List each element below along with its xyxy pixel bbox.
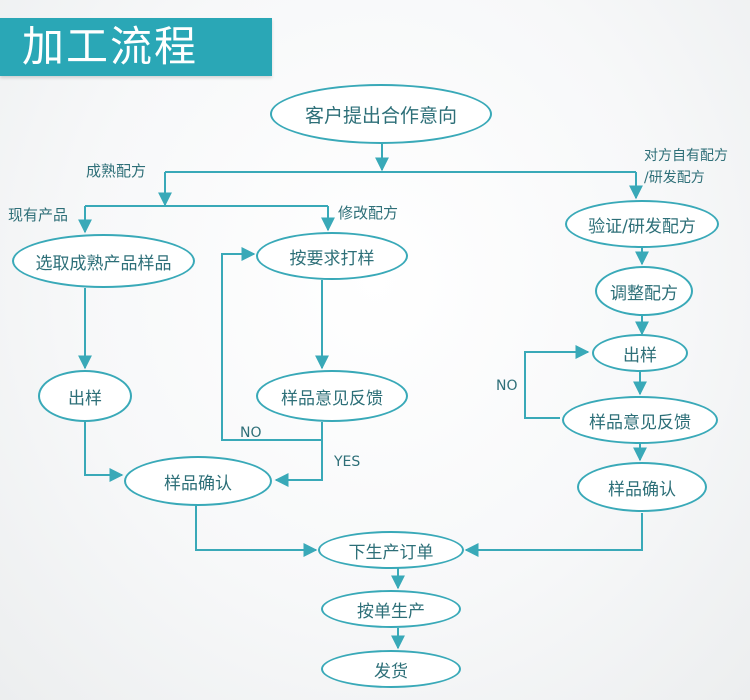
- node-ship: 发货: [321, 650, 461, 688]
- node-adjust-formula: 调整配方: [595, 266, 693, 316]
- node-make-sample-left: 出样: [38, 370, 132, 422]
- page-title: 加工流程: [22, 22, 199, 71]
- node-select-sample: 选取成熟产品样品: [12, 234, 195, 288]
- arrow-mid-confirm-to-order: [195, 505, 318, 557]
- label-existing-product: 现有产品: [8, 206, 69, 224]
- label-no-mid: NO: [240, 425, 262, 441]
- arrow-no-loop-right: [524, 345, 590, 419]
- label-no-right: NO: [496, 378, 518, 394]
- node-feedback-mid: 样品意见反馈: [256, 370, 408, 422]
- node-produce: 按单生产: [321, 590, 461, 628]
- arrow-yes-to-confirm: [274, 440, 323, 487]
- title-banner: 加工流程: [0, 18, 272, 76]
- arrow-no-loop-mid: [221, 247, 323, 441]
- arrow-right-confirm-to-order: [464, 513, 643, 557]
- node-custom-sample: 按要求打样: [256, 232, 408, 280]
- node-confirm-right: 样品确认: [577, 462, 707, 512]
- arrow-sample-to-confirm: [84, 422, 124, 482]
- label-modify-formula: 修改配方: [338, 204, 399, 222]
- label-own-formula-line2: /研发配方: [644, 170, 705, 186]
- label-mature-formula: 成熟配方: [86, 162, 147, 180]
- label-yes-mid: YES: [334, 454, 361, 470]
- node-order: 下生产订单: [318, 531, 464, 569]
- label-own-formula-line1: 对方自有配方: [644, 148, 728, 164]
- node-start: 客户提出合作意向: [270, 84, 492, 144]
- node-make-sample-right: 出样: [592, 334, 688, 372]
- node-verify-formula: 验证/研发配方: [565, 200, 719, 248]
- node-confirm-mid: 样品确认: [124, 456, 272, 506]
- node-feedback-right: 样品意见反馈: [562, 396, 718, 444]
